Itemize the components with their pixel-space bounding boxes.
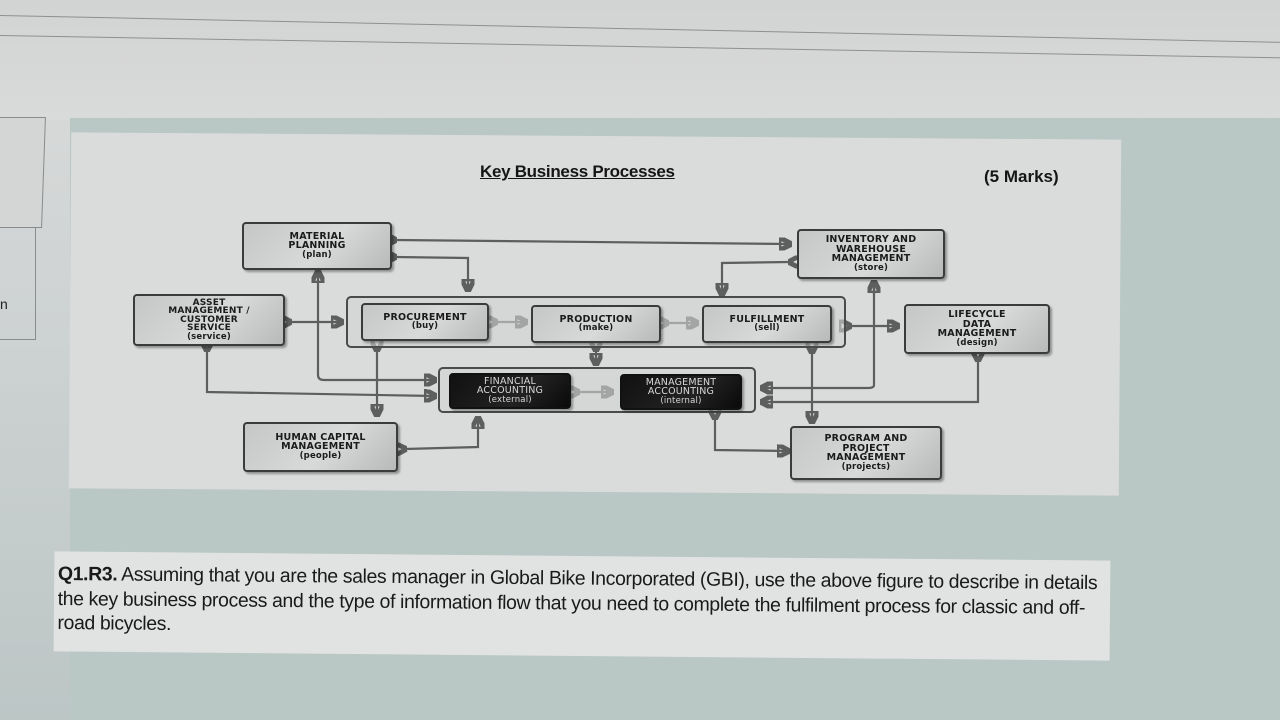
management-accounting-box[interactable]: MANAGEMENT ACCOUNTING (internal)	[620, 374, 742, 410]
financial-accounting-box[interactable]: FINANCIAL ACCOUNTING (external)	[449, 373, 571, 409]
inventory-warehouse-box[interactable]: INVENTORY AND WAREHOUSE MANAGEMENT (stor…	[797, 229, 945, 279]
figure-title: Key Business Processes	[480, 162, 675, 181]
screen-top-area	[0, 0, 1280, 120]
side-panel-lower	[0, 228, 36, 340]
asset-management-box[interactable]: ASSET MANAGEMENT / CUSTOMER SERVICE (ser…	[133, 294, 285, 346]
question-id: Q1.R3.	[57, 562, 118, 586]
fulfillment-box[interactable]: FULFILLMENT (sell)	[702, 305, 832, 343]
human-capital-box[interactable]: HUMAN CAPITAL MANAGEMENT (people)	[243, 422, 398, 472]
lifecycle-data-box[interactable]: LIFECYCLE DATA MANAGEMENT (design)	[904, 304, 1050, 354]
material-planning-box[interactable]: MATERIAL PLANNING (plan)	[242, 222, 392, 270]
program-project-box[interactable]: PROGRAM AND PROJECT MANAGEMENT (projects…	[790, 426, 942, 480]
side-panel	[0, 117, 46, 228]
procurement-box[interactable]: PROCUREMENT (buy)	[361, 303, 489, 341]
marks-label: (5 Marks)	[984, 167, 1059, 186]
side-partial-text: n	[0, 296, 8, 312]
question-body: Assuming that you are the sales manager …	[57, 563, 1098, 635]
production-box[interactable]: PRODUCTION (make)	[531, 305, 661, 343]
question-text: Q1.R3. Assuming that you are the sales m…	[57, 562, 1108, 645]
